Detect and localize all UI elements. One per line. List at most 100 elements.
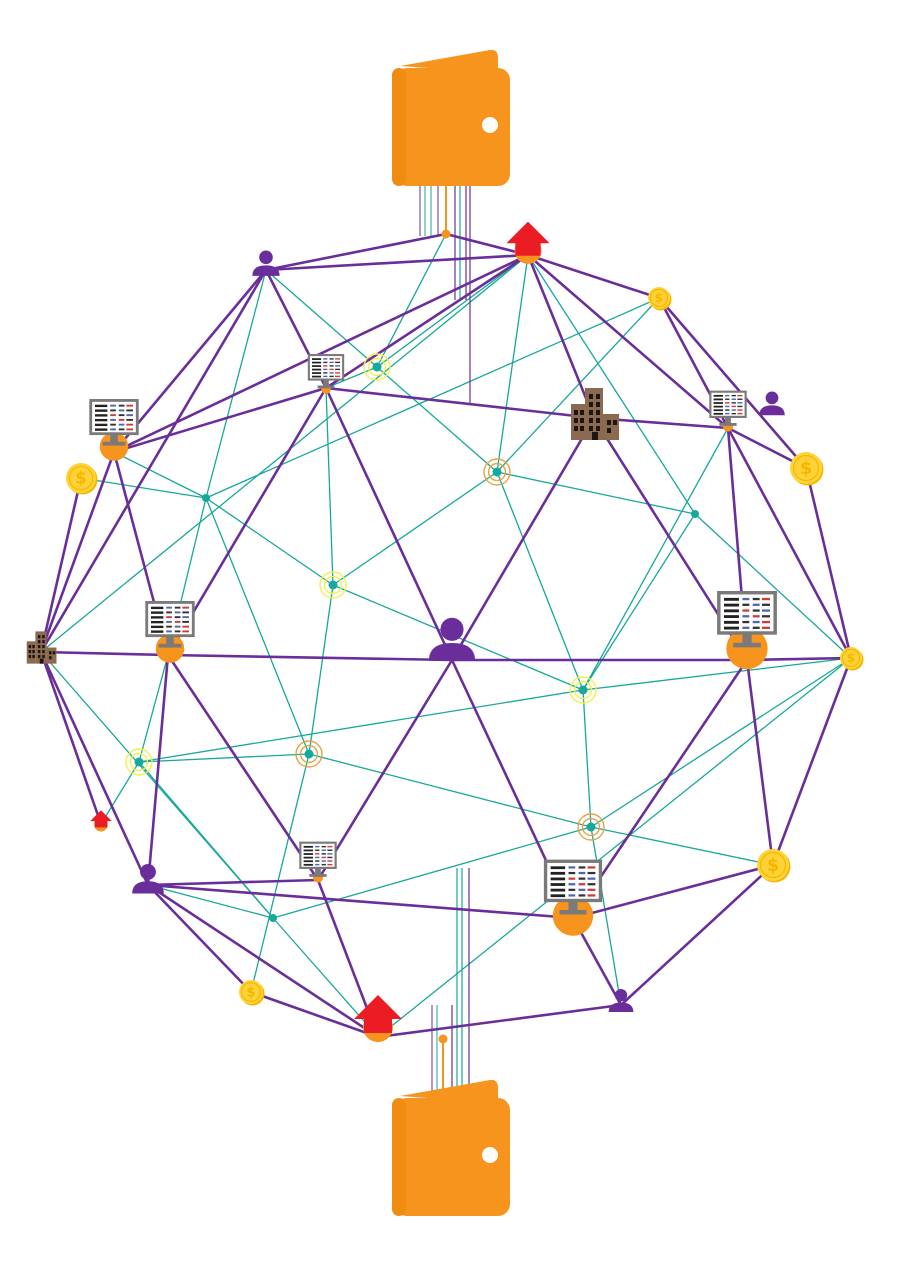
person-icon: [759, 391, 785, 416]
teal-link: [582, 689, 592, 828]
coin-symbol: $: [800, 459, 812, 479]
computer-terminal-icon: [709, 390, 747, 432]
teal-link: [582, 657, 852, 691]
person-icon: [132, 864, 164, 894]
teal-link: [205, 497, 334, 586]
network-hub-icon: [577, 813, 605, 841]
network-node-dot: [691, 510, 699, 518]
teal-link: [496, 471, 584, 691]
teal-link: [527, 254, 696, 515]
junction-dot: [441, 229, 451, 239]
purple-link: [324, 386, 596, 420]
teal-link: [308, 753, 592, 828]
coin-icon: $: [648, 287, 672, 311]
teal-link: [332, 471, 498, 586]
teal-link: [147, 884, 274, 919]
purple-link: [771, 656, 853, 867]
teal-link: [376, 366, 498, 473]
purple-link: [264, 253, 530, 272]
teal-link: [138, 689, 584, 763]
purple-link: [146, 653, 170, 887]
person-icon: [608, 989, 634, 1012]
coin-symbol: $: [767, 856, 779, 876]
teal-link: [694, 513, 852, 659]
teal-link: [496, 254, 529, 473]
purple-link: [39, 450, 116, 654]
coin-symbol: $: [655, 291, 663, 305]
wallet-icon: [392, 1079, 510, 1216]
teal-link: [265, 269, 378, 368]
teal-link: [250, 753, 310, 993]
network-hub-icon: [295, 740, 323, 768]
purple-link: [264, 232, 448, 272]
teal-link: [325, 366, 378, 389]
purple-link: [112, 386, 328, 454]
coin-symbol: $: [75, 469, 86, 488]
purple-link: [39, 268, 268, 654]
teal-link: [590, 657, 852, 828]
network-hub-icon: [125, 748, 153, 776]
teal-link: [40, 254, 529, 653]
purple-link: [146, 883, 253, 994]
computer-terminal-icon: [307, 354, 345, 394]
network-hub-icon: [569, 676, 597, 704]
coin-icon: $: [790, 452, 824, 486]
house-icon: [90, 810, 112, 832]
coin-icon: $: [66, 463, 98, 495]
computer-terminal-icon: [717, 591, 777, 670]
teal-link: [308, 584, 334, 755]
coin-icon: $: [239, 980, 265, 1006]
purple-link: [376, 1003, 623, 1039]
network-nodes: $ $ $ $ $ $: [26, 49, 864, 1216]
teal-link: [138, 753, 310, 763]
teal-link: [80, 477, 207, 499]
building-icon: [26, 631, 57, 664]
purple-link: [166, 653, 454, 662]
purple-link: [745, 658, 775, 867]
computer-terminal-icon: [299, 841, 337, 883]
coin-symbol: $: [847, 651, 855, 665]
teal-link: [496, 297, 660, 473]
teal-link: [376, 254, 529, 368]
purple-link: [146, 883, 575, 920]
coin-icon: $: [840, 647, 864, 671]
wallet-icon: [392, 49, 510, 186]
teal-link: [325, 387, 334, 586]
building-icon: [571, 388, 619, 440]
purple-link: [324, 253, 530, 390]
person-icon: [428, 617, 476, 661]
teal-link: [582, 427, 729, 691]
computer-terminal-icon: [543, 859, 603, 936]
purple-link: [324, 386, 454, 662]
purple-link: [146, 883, 380, 1039]
network-hub-icon: [319, 571, 347, 599]
teal-link: [138, 654, 169, 763]
purple-link: [450, 416, 596, 662]
purple-link: [526, 253, 596, 420]
house-icon: [506, 221, 550, 264]
purple-link: [112, 268, 268, 454]
purple-link: [249, 990, 380, 1039]
purple-link: [726, 426, 853, 660]
network-hub-icon: [483, 458, 511, 486]
purple-link: [39, 650, 150, 887]
teal-link: [113, 451, 207, 499]
purple-link: [571, 863, 775, 920]
teal-link: [496, 471, 696, 515]
teal-link: [582, 513, 696, 691]
house-icon: [354, 995, 402, 1042]
teal-link: [100, 761, 140, 825]
junction-dot: [438, 1034, 448, 1044]
coin-icon: $: [757, 849, 791, 883]
purple-link: [39, 476, 83, 654]
purple-link: [166, 653, 320, 882]
person-icon: [252, 250, 280, 276]
purple-link: [39, 650, 170, 657]
teal-link: [376, 233, 447, 368]
purple-link: [619, 863, 775, 1007]
teal-link: [590, 826, 774, 866]
coin-symbol: $: [246, 986, 255, 1001]
computer-terminal-icon: [89, 399, 139, 461]
